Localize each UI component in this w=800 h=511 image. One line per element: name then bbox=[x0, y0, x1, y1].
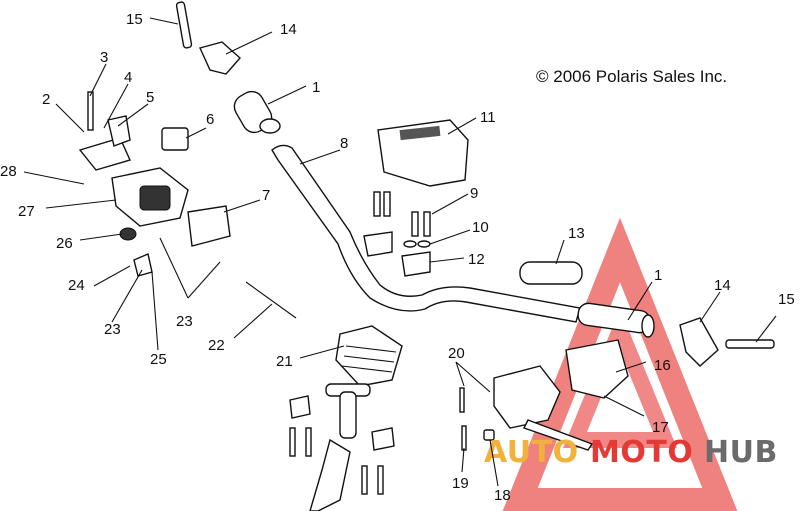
callout-19: 19 bbox=[452, 475, 469, 492]
callout-8: 8 bbox=[340, 135, 348, 152]
leader-lines bbox=[23, 17, 777, 487]
copyright-text: © 2006 Polaris Sales Inc. bbox=[536, 67, 727, 86]
right-grip-tube-end bbox=[641, 314, 655, 338]
callout-14-top: 14 bbox=[280, 21, 297, 38]
callout-11: 11 bbox=[480, 109, 496, 126]
callout-13: 13 bbox=[568, 225, 585, 242]
callout-2: 2 bbox=[42, 91, 50, 108]
callout-18: 18 bbox=[494, 487, 511, 504]
riser-assembly-lower bbox=[289, 383, 395, 495]
callout-4: 4 bbox=[124, 69, 132, 86]
callout-24: 24 bbox=[68, 277, 85, 294]
callout-23-left: 23 bbox=[104, 321, 121, 338]
callout-15-right: 15 bbox=[778, 291, 795, 308]
bar-end-cap-right bbox=[679, 317, 719, 367]
callout-1-top: 1 bbox=[312, 79, 320, 96]
switch-module bbox=[161, 127, 189, 151]
callout-17: 17 bbox=[652, 419, 669, 436]
clamp-set-upper bbox=[363, 191, 431, 277]
bolt-top bbox=[175, 1, 193, 49]
callout-22: 22 bbox=[208, 337, 225, 354]
callout-10: 10 bbox=[472, 219, 489, 236]
callout-27: 27 bbox=[18, 203, 35, 220]
callout-28: 28 bbox=[0, 163, 17, 180]
throttle-housing-assembly bbox=[78, 91, 297, 319]
bolt-right bbox=[725, 339, 775, 349]
callout-26: 26 bbox=[56, 235, 73, 252]
cap bbox=[119, 227, 137, 241]
callout-15-top: 15 bbox=[126, 11, 143, 28]
watermark-suffix: HUB bbox=[704, 435, 778, 470]
bar-end-cap-top bbox=[199, 41, 241, 75]
watermark-wordmark: AUTO MOTO HUB bbox=[484, 435, 778, 470]
callout-labels: 15 14 1 3 4 2 5 6 8 11 28 27 7 9 10 26 1… bbox=[0, 11, 795, 504]
callout-9: 9 bbox=[470, 185, 478, 202]
callout-3: 3 bbox=[100, 49, 108, 66]
callout-6: 6 bbox=[206, 111, 214, 128]
pad-logo bbox=[399, 125, 441, 141]
callout-20: 20 bbox=[448, 345, 465, 362]
handlebar-end-left bbox=[259, 118, 281, 134]
callout-5: 5 bbox=[146, 89, 154, 106]
callout-23-right: 23 bbox=[176, 313, 193, 330]
grip bbox=[519, 261, 583, 285]
handlebar-tube bbox=[271, 144, 581, 323]
brake-control-assembly bbox=[459, 339, 629, 451]
callout-14-right: 14 bbox=[714, 277, 731, 294]
callout-16: 16 bbox=[654, 357, 671, 374]
callout-12: 12 bbox=[468, 251, 485, 268]
callout-21: 21 bbox=[276, 353, 293, 370]
callout-1-right: 1 bbox=[654, 267, 662, 284]
watermark-prefix: AUTO bbox=[484, 435, 579, 470]
callout-7: 7 bbox=[262, 187, 270, 204]
watermark-middle: MOTO bbox=[590, 435, 693, 470]
callout-25: 25 bbox=[150, 351, 167, 368]
handlebar-lower-tube bbox=[309, 438, 351, 511]
